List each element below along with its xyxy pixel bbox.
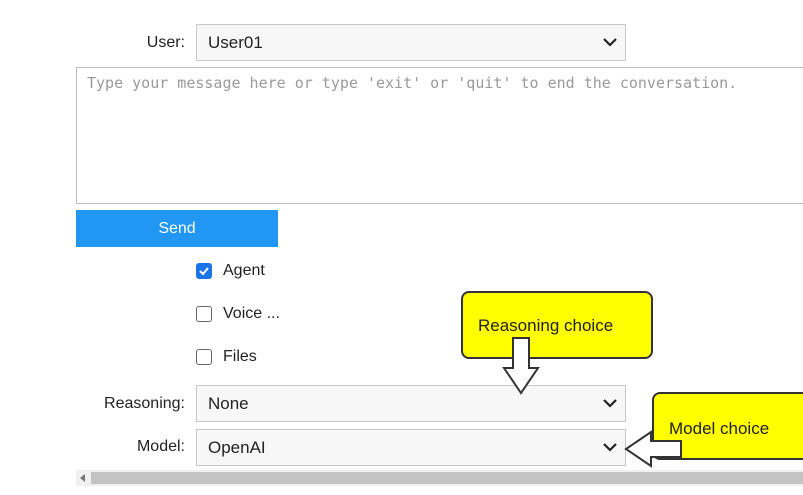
voice-option[interactable]: Voice ... — [196, 305, 280, 323]
chevron-down-icon — [603, 443, 617, 452]
scroll-left-arrow-icon[interactable] — [79, 474, 87, 482]
files-option-label: Files — [223, 348, 257, 365]
files-option[interactable]: Files — [196, 348, 257, 366]
down-arrow-icon — [502, 337, 540, 395]
reasoning-select[interactable]: None — [196, 385, 626, 422]
checkmark-icon — [199, 267, 209, 276]
model-label: Model: — [136, 438, 185, 455]
message-input[interactable]: Type your message here or type 'exit' or… — [76, 67, 803, 204]
scrollbar-thumb[interactable] — [91, 472, 803, 484]
send-button[interactable]: Send — [76, 210, 278, 247]
reasoning-callout: Reasoning choice — [461, 291, 653, 359]
agent-option[interactable]: Agent — [196, 262, 265, 280]
reasoning-callout-text: Reasoning choice — [478, 316, 614, 335]
files-checkbox[interactable] — [196, 349, 212, 365]
user-select[interactable]: User01 — [196, 24, 626, 61]
model-select-value: OpenAI — [208, 437, 266, 457]
agent-option-label: Agent — [223, 262, 265, 279]
reasoning-select-value: None — [208, 393, 249, 413]
voice-option-label: Voice ... — [223, 305, 280, 322]
voice-checkbox[interactable] — [196, 306, 212, 322]
chevron-down-icon — [603, 399, 617, 408]
agent-checkbox[interactable] — [196, 263, 212, 279]
reasoning-label: Reasoning: — [104, 395, 185, 412]
message-placeholder: Type your message here or type 'exit' or… — [87, 74, 738, 92]
left-arrow-icon — [624, 430, 682, 468]
user-select-value: User01 — [208, 32, 263, 52]
horizontal-scrollbar[interactable] — [76, 470, 803, 486]
chevron-down-icon — [603, 38, 617, 47]
user-label: User: — [146, 34, 185, 51]
model-callout-text: Model choice — [669, 419, 770, 438]
model-select[interactable]: OpenAI — [196, 429, 626, 466]
